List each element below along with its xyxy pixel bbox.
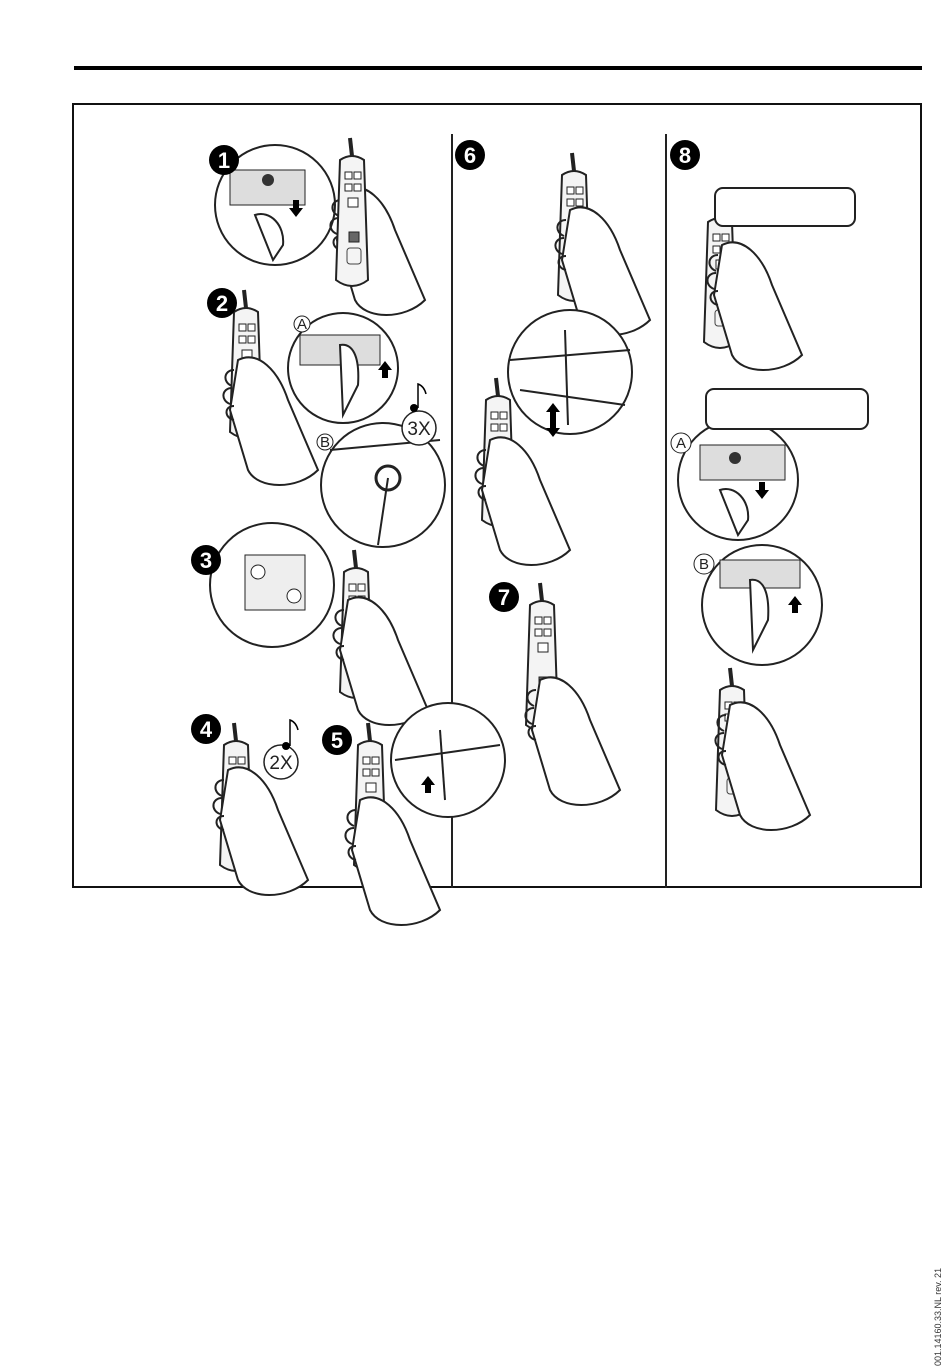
step-8-text-box-bottom (706, 389, 868, 429)
step-4-repeat-count: 2X (269, 753, 293, 774)
step-5-number: 5 (331, 728, 343, 753)
step-8-illustration (678, 200, 822, 830)
step-1-illustration (215, 138, 425, 315)
step-7-number: 7 (498, 585, 510, 610)
step-4-illustration (213, 720, 308, 895)
step-3-number: 3 (200, 548, 212, 573)
step-4-number: 4 (200, 717, 213, 742)
step-3-illustration (210, 523, 428, 725)
step-8-text-box-top (715, 188, 855, 226)
step-2-callout-a-label: A (297, 316, 307, 333)
step-8-callout-b-label: B (699, 556, 709, 573)
step-6-number: 6 (464, 143, 476, 168)
step-8-number: 8 (679, 143, 691, 168)
step-6-illustration (475, 153, 650, 565)
step-2-callout-b-label: B (320, 434, 330, 451)
step-7-illustration (525, 583, 620, 805)
step-8-callout-a-label: A (676, 435, 686, 452)
step-5-illustration (345, 703, 505, 925)
step-2-number: 2 (216, 291, 228, 316)
document-reference-code: 001.14160.33.NL rev. 21 (932, 1216, 944, 1366)
step-1-number: 1 (218, 148, 230, 173)
step-2-repeat-count: 3X (407, 419, 431, 440)
